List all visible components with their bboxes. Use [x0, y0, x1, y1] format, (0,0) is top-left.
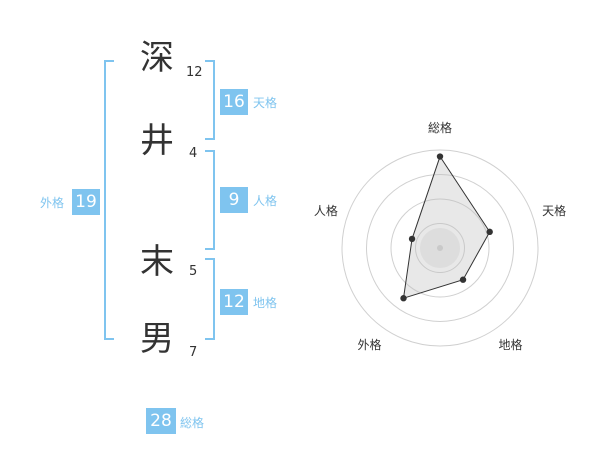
- chikaku-bracket: [205, 258, 215, 340]
- name-char-3: 末: [140, 242, 174, 282]
- radar-point-5: [408, 235, 416, 243]
- radar-axis-label-2: 天格: [542, 203, 566, 218]
- jinkaku-bracket: [205, 150, 215, 250]
- name-char-2: 井: [140, 121, 174, 161]
- radar-ring-4: [341, 149, 539, 347]
- chikaku-label: 地格: [253, 296, 278, 310]
- radar-point-4: [400, 295, 407, 302]
- stroke-count-1: 12: [186, 65, 203, 80]
- name-char-1: 深: [140, 38, 174, 78]
- radar-ring-3: [366, 174, 514, 322]
- radar-series-polygon: [402, 155, 491, 299]
- jinkaku-value: 9: [220, 187, 248, 213]
- tenkaku-label: 天格: [253, 96, 278, 110]
- radar-point-1: [436, 153, 444, 160]
- soukaku-label: 総格: [180, 416, 205, 430]
- tenkaku-bracket: [205, 60, 215, 140]
- radar-axis-label-4: 外格: [357, 337, 381, 352]
- radar-center-dot: [437, 245, 443, 251]
- gaikaku-label: 外格: [40, 196, 65, 210]
- chikaku-value: 12: [220, 289, 248, 315]
- stroke-count-4: 7: [189, 345, 198, 360]
- radar-point-3: [459, 276, 467, 283]
- gaikaku-value: 19: [72, 189, 100, 215]
- jinkaku-label: 人格: [253, 194, 278, 208]
- radar-ring-2: [390, 198, 490, 298]
- radar-axis-label-1: 総格: [428, 120, 452, 135]
- radar-axis-label-5: 人格: [314, 203, 338, 218]
- gaikaku-bracket: [104, 60, 114, 340]
- stroke-count-2: 4: [189, 146, 198, 161]
- radar-point-2: [486, 228, 493, 236]
- name-char-4: 男: [140, 319, 174, 359]
- soukaku-value: 28: [146, 408, 176, 434]
- radar-axis-label-3: 地格: [499, 337, 523, 352]
- tenkaku-value: 16: [220, 89, 248, 115]
- radar-ring-1: [415, 223, 465, 273]
- stroke-count-3: 5: [189, 264, 198, 279]
